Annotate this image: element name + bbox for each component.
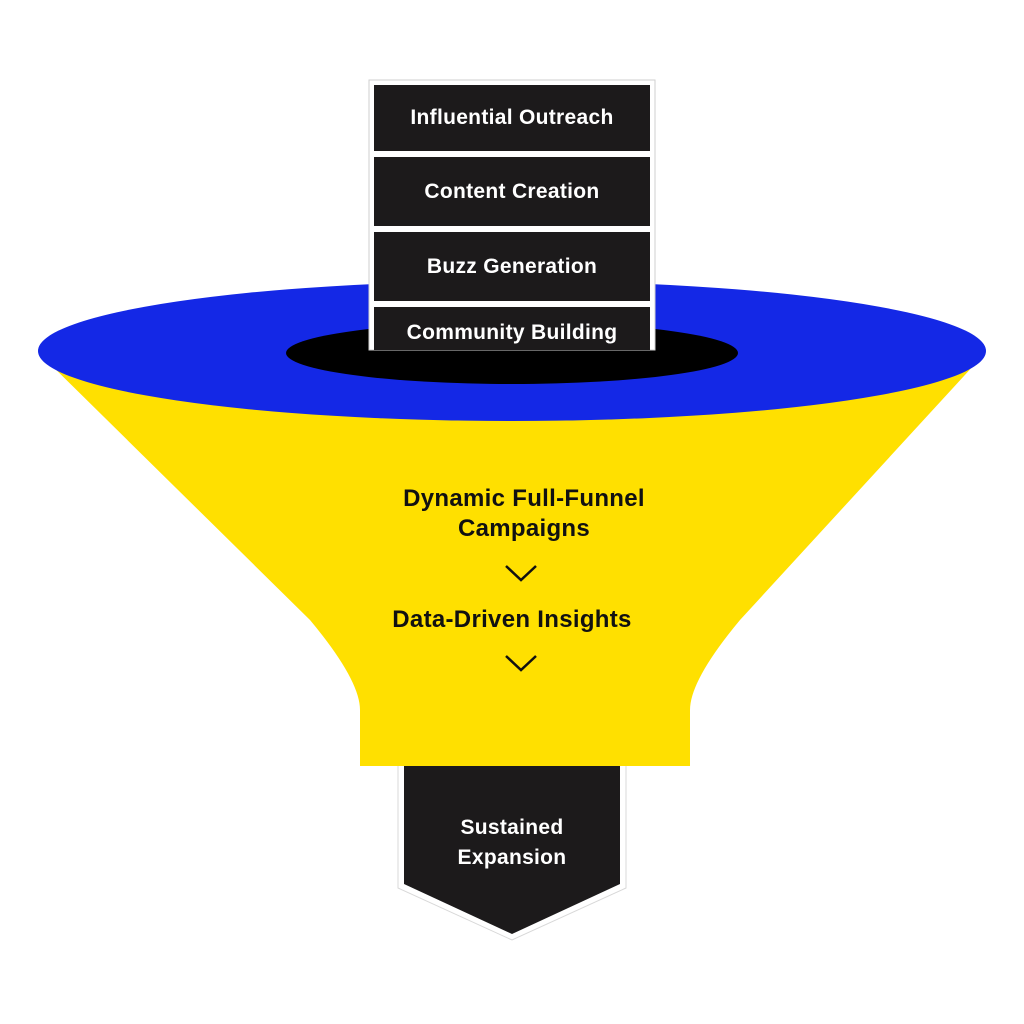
stack-boxes — [368, 79, 656, 351]
stack-item-influential-outreach: Influential Outreach — [410, 106, 614, 129]
funnel-stage-campaigns: Dynamic Full-Funnel Campaigns — [403, 485, 645, 542]
chevron-down-icon — [505, 565, 537, 582]
output-label: Sustained Expansion — [457, 816, 567, 869]
output-arrow-shape — [397, 759, 627, 941]
funnel-body — [38, 352, 986, 766]
funnel-stage-insights: Data-Driven Insights — [392, 606, 632, 633]
chevron-down-icon — [505, 655, 537, 672]
stack-item-community-building: Community Building — [406, 321, 618, 344]
stack-item-buzz-generation: Buzz Generation — [426, 254, 598, 278]
stack-item-content-creation: Content Creation — [424, 179, 600, 203]
